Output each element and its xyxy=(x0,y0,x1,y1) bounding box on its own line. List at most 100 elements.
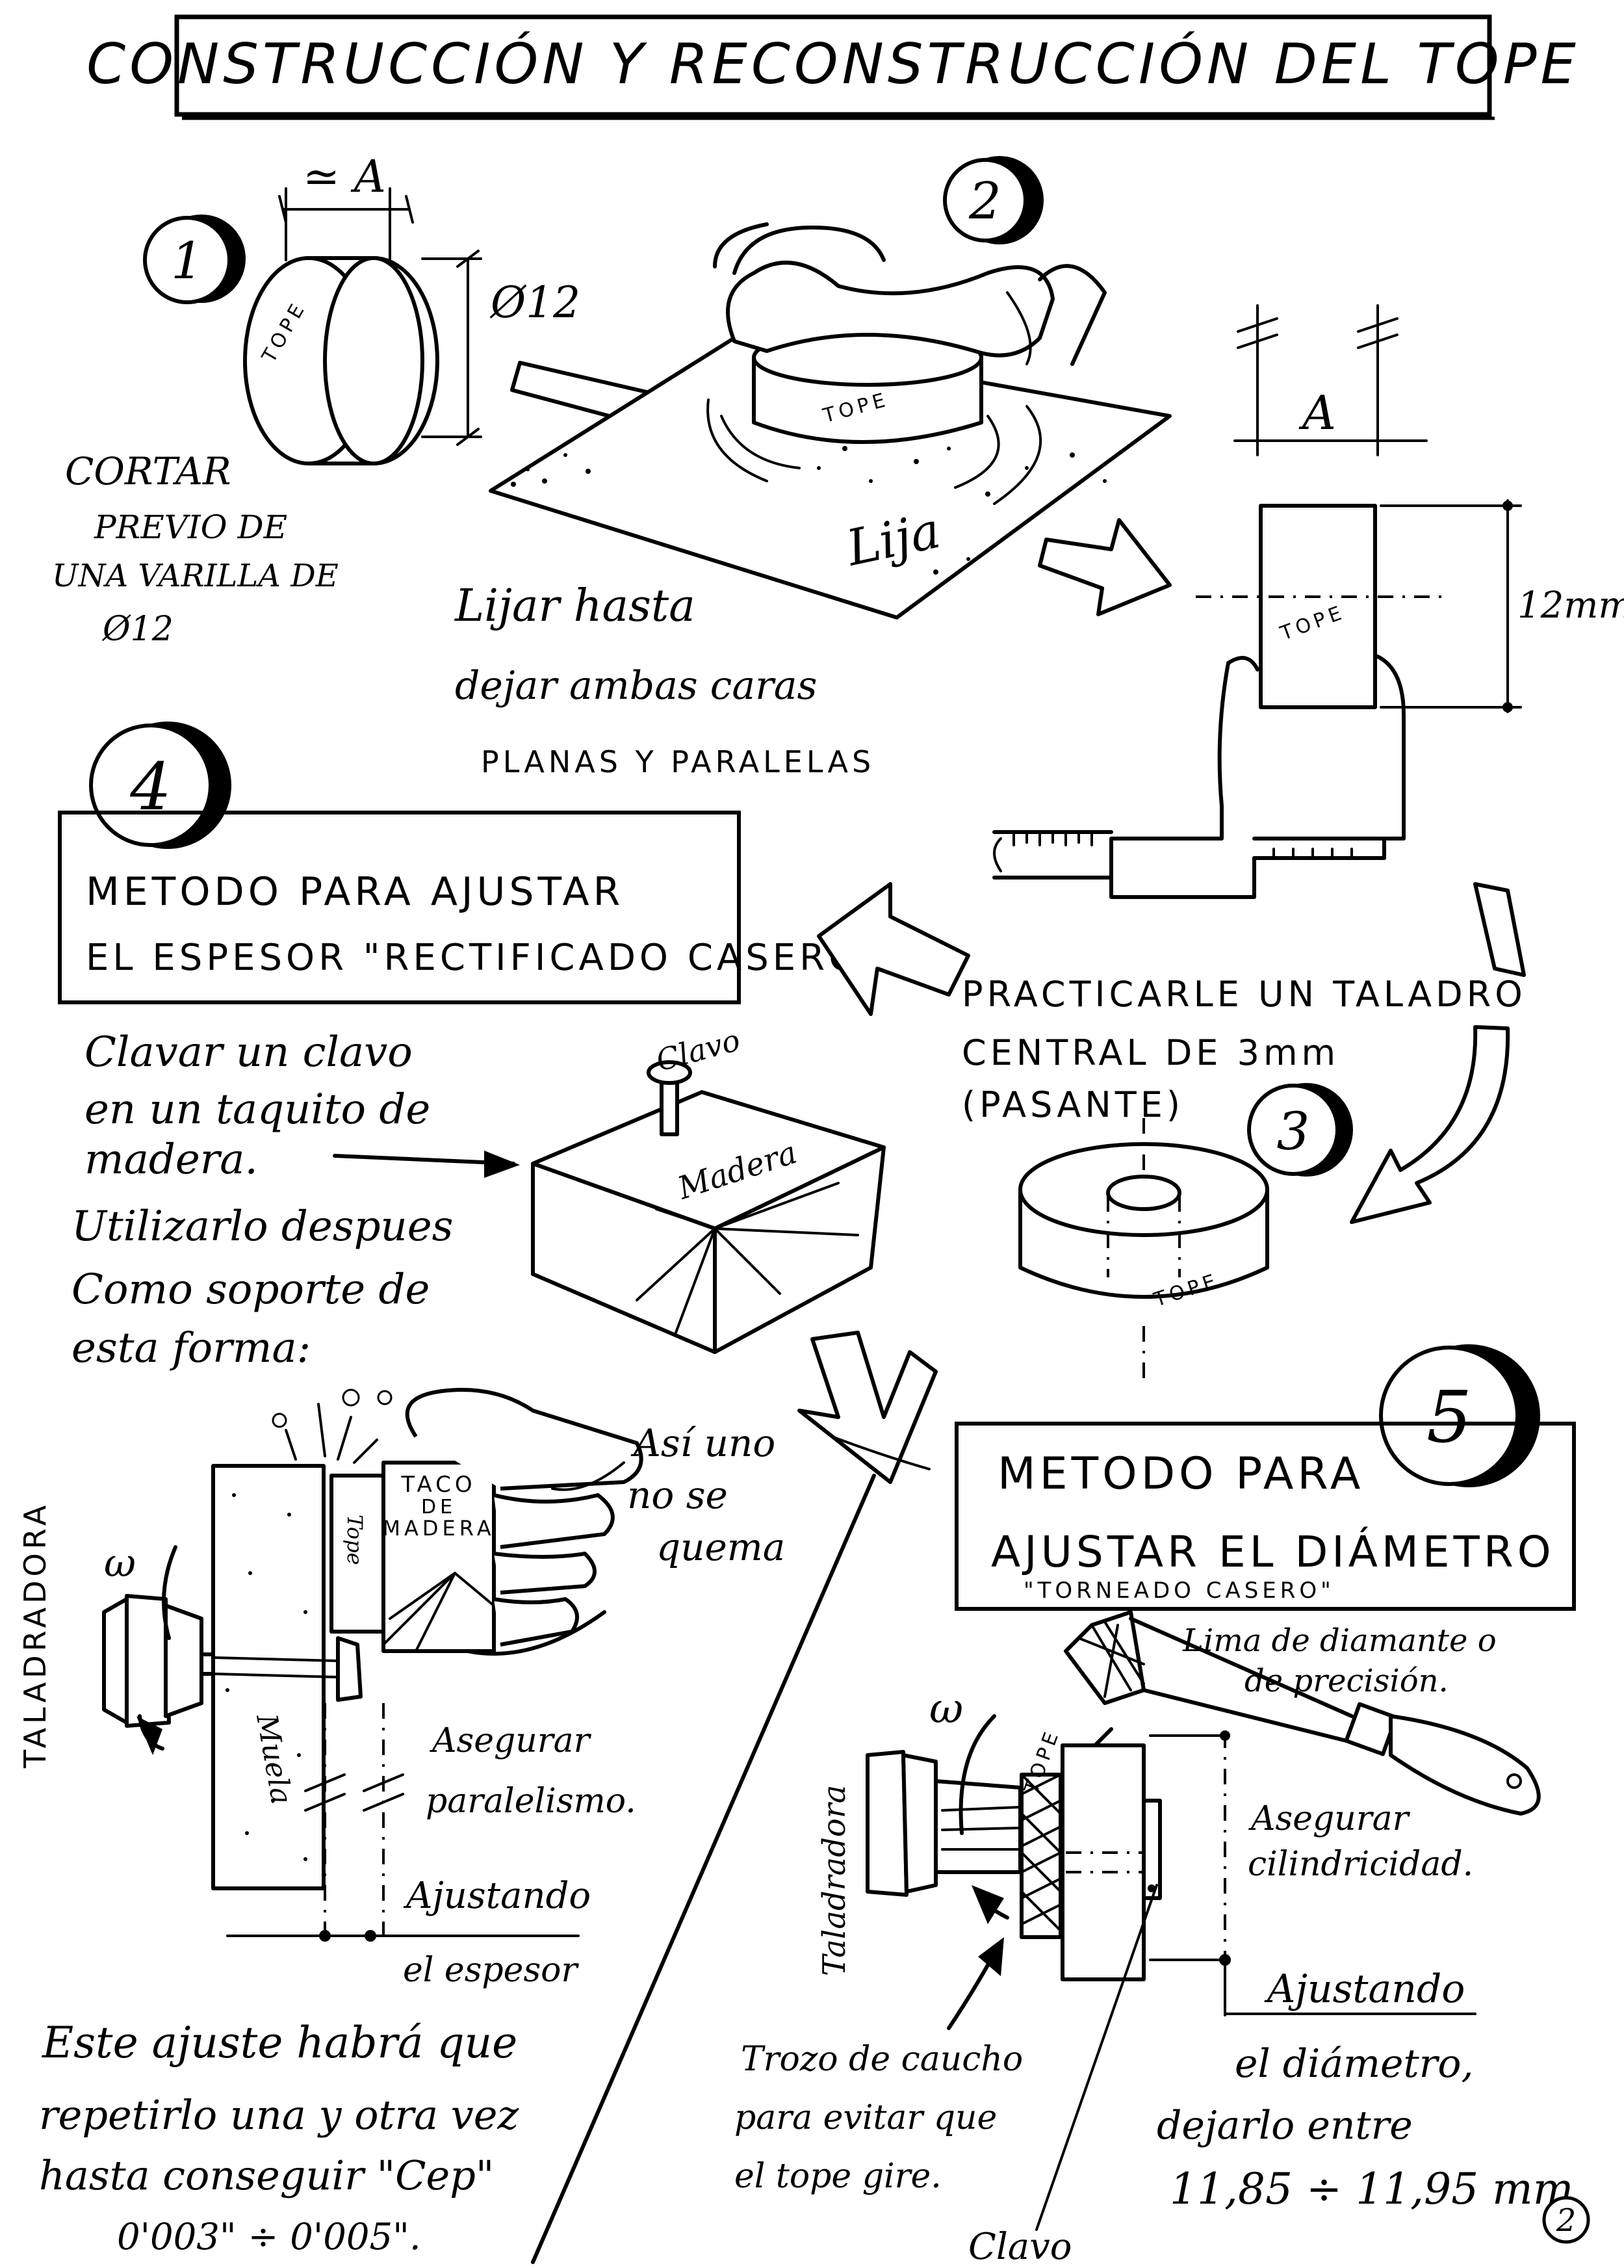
step-2: 2 Lija TOPE xyxy=(454,156,1172,779)
arrow-to-wood-block xyxy=(333,1151,520,1178)
arrow-to-step-5 xyxy=(797,1331,938,1484)
dim-a-approx: ≃ A xyxy=(278,151,414,261)
step-2-text: Lijar hasta dejar ambas caras PLANAS Y P… xyxy=(454,580,871,779)
diameter-note-1: Ajustando xyxy=(1264,1966,1465,2012)
arrow-caliper-to-3 xyxy=(1473,882,1526,977)
nail-right xyxy=(1142,1799,1162,1900)
step-4-line-6: esta forma: xyxy=(71,1324,311,1372)
taco-label-2: DE xyxy=(421,1496,456,1519)
omega-left: ω xyxy=(104,1541,136,1586)
parallel-note-2: paralelismo. xyxy=(426,1782,636,1821)
diameter-note-3: dejarlo entre xyxy=(1157,2103,1413,2148)
diameter-range: 11,85 ÷ 11,95 mm xyxy=(1170,2164,1573,2214)
step-5-box-line-2: AJUSTAR EL DIÁMETRO xyxy=(991,1527,1555,1577)
drill-chuck-right xyxy=(866,1750,1022,1897)
pointer-line-5 xyxy=(831,1435,931,1470)
page-number: 2 xyxy=(1556,2202,1577,2239)
step-5-box-line-1: METODO PARA xyxy=(998,1448,1364,1500)
dim-a-approx-label: ≃ A xyxy=(303,151,386,203)
step-4-line-2: en un taquito de xyxy=(84,1086,430,1134)
dim-diameter-label: Ø12 xyxy=(489,278,580,328)
step-4-line-3: madera. xyxy=(84,1136,258,1184)
arrow-3-to-4 xyxy=(817,882,970,1016)
step-3-number: 3 xyxy=(1277,1101,1310,1162)
rubber-note-2: para evitar que xyxy=(734,2098,997,2137)
thickness-note-2: el espesor xyxy=(403,1951,579,1990)
repeat-note-3: hasta conseguir "Cep" xyxy=(39,2152,494,2199)
grinding-setup: TALADRADORA ω Mue xyxy=(18,1388,785,1990)
section-divider xyxy=(531,1474,876,2264)
cut-rod-piece: TOPE xyxy=(243,256,439,465)
title-block: CONSTRUCCIÓN Y RECONSTRUCCIÓN DEL TOPE xyxy=(86,14,1576,120)
burn-note-2: no se xyxy=(627,1473,728,1517)
taco-de-madera: TACO DE MADERA xyxy=(381,1461,496,1653)
step-2-number: 2 xyxy=(968,172,1001,231)
drill-label-left: TALADRADORA xyxy=(18,1502,53,1769)
step-4-box-line-1: METODO PARA AJUSTAR xyxy=(86,869,624,915)
step-1-text: CORTAR PREVIO DE UNA VARILLA DE Ø12 xyxy=(52,449,339,649)
caliper-dim-a-label: A xyxy=(1298,385,1336,440)
step-2-badge: 2 xyxy=(943,156,1044,244)
repeat-note-4: 0'003" ÷ 0'005". xyxy=(117,2216,421,2258)
step-5-badge: 5 xyxy=(1379,1344,1540,1487)
cylinder-note-1: Asegurar xyxy=(1248,1799,1411,1838)
step-3: PRACTICARLE UN TALADRO CENTRAL DE 3mm (P… xyxy=(962,974,1523,1378)
hand-pressing xyxy=(713,222,1107,366)
nail-label-right: Clavo xyxy=(968,2226,1072,2268)
step-4-badge: 4 xyxy=(89,722,231,849)
arrow-to-drilled-tope xyxy=(1350,1025,1510,1224)
step-2-line-2: dejar ambas caras xyxy=(455,663,817,709)
parallel-note-1: Asegurar xyxy=(430,1721,592,1760)
page-number-badge: 2 xyxy=(1542,2196,1590,2244)
step-3-line-3: (PASANTE) xyxy=(962,1084,1184,1125)
ground-tope-label: Tope xyxy=(342,1515,367,1565)
cylinder-note-2: cilindricidad. xyxy=(1248,1845,1473,1884)
sanded-tope: TOPE xyxy=(752,328,983,444)
thickness-note-1: Ajustando xyxy=(403,1875,591,1917)
burn-note-1: Así uno xyxy=(630,1421,775,1465)
drill-shaft-left xyxy=(213,1636,363,1702)
step-5-number: 5 xyxy=(1426,1375,1472,1459)
drilled-tope: TOPE xyxy=(1018,1118,1269,1378)
caliper-tool xyxy=(992,655,1406,899)
repeat-note-1: Este ajuste habrá que xyxy=(42,2018,517,2068)
arrow-2-to-caliper xyxy=(1038,518,1172,616)
diameter-dim xyxy=(1149,1954,1476,2016)
caliper-dim-height-label: 12mm xyxy=(1517,584,1624,627)
rotation-indicator-right: ω xyxy=(929,1685,1009,1924)
step-4-method-box: METODO PARA AJUSTAR EL ESPESOR "RECTIFIC… xyxy=(58,811,878,1004)
clavo-leader xyxy=(1035,1884,1158,2231)
sanding-motion-lines xyxy=(706,398,1042,505)
step-1-badge: 1 xyxy=(143,215,246,304)
step-4-line-4: Utilizarlo despues xyxy=(71,1203,453,1251)
step-5: 5 METODO PARA AJUSTAR EL DIÁMETRO "TORNE… xyxy=(734,1344,1590,2268)
step-4-text: Clavar un clavo en un taquito de madera.… xyxy=(71,1028,453,1372)
drill-chuck-left xyxy=(102,1594,216,1728)
step-3-line-2: CENTRAL DE 3mm xyxy=(962,1032,1339,1073)
parallel-marks xyxy=(304,1703,404,1937)
step-1-number: 1 xyxy=(171,232,203,291)
step-4: 4 METODO PARA AJUSTAR EL ESPESOR "RECTIF… xyxy=(18,722,970,2258)
diameter-note-2: el diámetro, xyxy=(1235,2041,1474,2087)
dim-diameter: Ø12 xyxy=(421,250,580,446)
turned-tope: TOPE xyxy=(1020,1726,1150,1981)
file-note-1: Lima de diamante o xyxy=(1182,1623,1497,1659)
block-clavo-label: Clavo xyxy=(652,1023,744,1078)
rotation-indicator-left: ω xyxy=(104,1541,177,1755)
caliper-tope: TOPE xyxy=(1196,504,1443,709)
rubber-arrow xyxy=(947,1937,1004,2030)
precision-file xyxy=(1064,1610,1541,1816)
step-5-box-sub: "TORNEADO CASERO" xyxy=(1024,1578,1335,1604)
step-2-line-1: Lijar hasta xyxy=(454,580,695,632)
repeat-note: Este ajuste habrá que repetirlo una y ot… xyxy=(39,2018,519,2258)
nail-on-block xyxy=(647,1060,692,1136)
rubber-note-1: Trozo de caucho xyxy=(741,2040,1023,2079)
caliper-dim-height: 12mm xyxy=(1380,499,1624,713)
step-1-line-3: UNA VARILLA DE xyxy=(52,558,339,594)
step-4-line-1: Clavar un clavo xyxy=(84,1028,413,1076)
rubber-note-3: el tope gire. xyxy=(734,2157,942,2196)
caliper-check: A TOPE 12mm xyxy=(992,304,1624,977)
ground-tope: Tope xyxy=(329,1474,385,1634)
taco-label-3: MADERA xyxy=(382,1516,495,1541)
